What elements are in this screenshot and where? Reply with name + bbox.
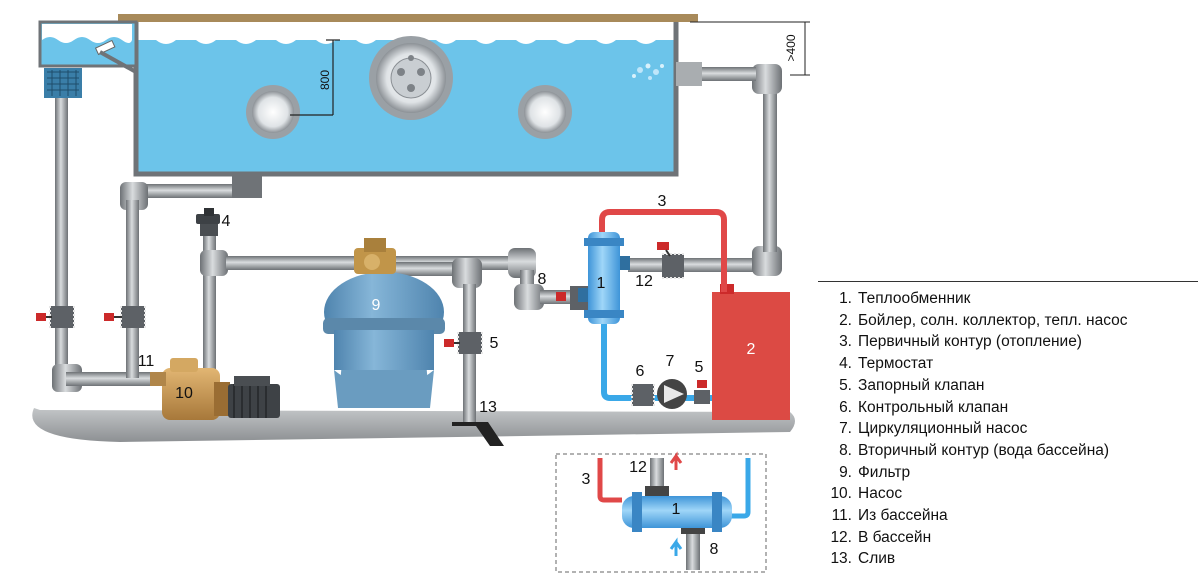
water-surface-waves [136,22,676,44]
shutoff-valve-drain [444,332,483,354]
pool-pipework [52,62,782,424]
legend-item-number: 1. [839,290,852,307]
legend-item-text: Бойлер, солн. коллектор, тепл. насос [858,311,1128,329]
legend-item-number: 5. [839,376,852,394]
legend-item-text: Из бассейна [858,507,948,525]
legend-item-number: 12. [830,528,852,546]
legend-item-number: 7. [839,420,852,438]
legend-item-number: 11. [831,507,852,525]
legend-item: 8. Вторичный контур (вода бассейна) [818,440,1198,462]
pool-lamp-right [518,85,572,139]
legend-item: 13. Слив [818,548,1198,570]
legend-item: 10. Насос [818,483,1198,505]
callout-2: 2 [747,341,756,358]
rim-dimension-label: >400 [784,34,798,61]
arrow-up-hot-icon [669,451,683,470]
callout-6: 6 [636,363,645,380]
callout-4: 4 [222,213,231,230]
legend-item-text: Насос [858,485,903,503]
rim-dimension: >400 [690,21,810,76]
legend-item: 2. Бойлер, солн. коллектор, тепл. насос [818,310,1198,332]
inset-callout-12: 12 [629,459,647,476]
ground [32,408,795,442]
main-drain [232,172,262,198]
legend-item: 9. Фильтр [818,462,1198,484]
legend-item: 3. Первичный контур (отопление) [818,331,1198,353]
arrow-up-cold-icon [669,537,683,556]
legend-item-text: Фильтр [858,463,911,481]
circulation-pump [657,379,687,409]
legend-item: 1. Теплообменник [818,288,1198,310]
shutoff-valve-primary [694,380,710,404]
callout-13: 13 [479,399,497,416]
inset-detail [555,451,767,573]
callout-3: 3 [658,193,667,210]
main-pump [150,358,280,420]
legend-item-number: 2. [839,311,852,329]
heat-exchanger [578,232,630,324]
legend-item-text: Первичный контур (отопление) [858,333,1082,351]
inset-callout-1: 1 [672,501,681,518]
return-jet [632,63,664,80]
legend-item-text: Контрольный клапан [858,398,1009,416]
callout-5a: 5 [490,335,499,352]
callout-7: 7 [666,353,675,370]
legend-item-number: 13. [830,550,852,568]
legend-item-number: 9. [839,463,852,481]
legend-item: 12. В бассейн [818,527,1198,549]
inset-callout-3: 3 [582,471,591,488]
valve-drain-line [104,306,146,328]
depth-dimension-label: 800 [318,70,332,90]
legend-list: 1. Теплообменник 2. Бойлер, солн. коллектор… [818,288,1198,570]
callout-9: 9 [372,297,381,314]
legend-item: 11. Из бассейна [818,505,1198,527]
skimmer-flap [94,39,116,56]
legend-item: 6. Контрольный клапан [818,397,1198,419]
valve-exchanger-outlet [657,242,684,279]
legend-item-text: В бассейн [858,528,932,546]
legend-item-text: Теплообменник [858,290,971,307]
legend-item-number: 8. [839,441,852,459]
legend: 1. Теплообменник 2. Бойлер, солн. коллектор… [818,281,1198,570]
legend-item-number: 10. [830,485,852,503]
legend-item-text: Запорный клапан [858,376,985,394]
pool-lamp-left [246,85,300,139]
pool-walls [133,22,679,177]
legend-item: 4. Термостат [818,353,1198,375]
thermostat [196,208,220,236]
legend-item-number: 6. [839,398,852,416]
primary-circuit [599,209,727,401]
callout-12: 12 [635,273,653,290]
valve-skimmer-line [36,306,75,328]
check-valve [631,384,655,406]
legend-item-number: 3. [839,333,852,351]
legend-item-text: Вторичный контур (вода бассейна) [858,441,1110,459]
callout-5b: 5 [695,359,704,376]
legend-item-text: Слив [858,550,896,568]
boiler [712,292,790,420]
legend-item-text: Термостат [858,355,934,373]
counter-current-unit [369,36,453,120]
sand-filter [323,238,445,408]
legend-item: 7. Циркуляционный насос [818,418,1198,440]
callout-8: 8 [538,271,547,288]
pool: 800 >400 [38,14,810,177]
depth-dimension: 800 [290,39,340,116]
callout-10: 10 [175,385,193,402]
legend-item-number: 4. [839,355,852,373]
legend-item: 5. Запорный клапан [818,375,1198,397]
inset-callout-8: 8 [710,541,719,558]
pool-deck [118,14,698,22]
legend-item-text: Циркуляционный насос [858,420,1028,438]
drain-outlet [452,422,504,446]
callout-11: 11 [138,353,155,370]
callout-1: 1 [597,275,606,292]
